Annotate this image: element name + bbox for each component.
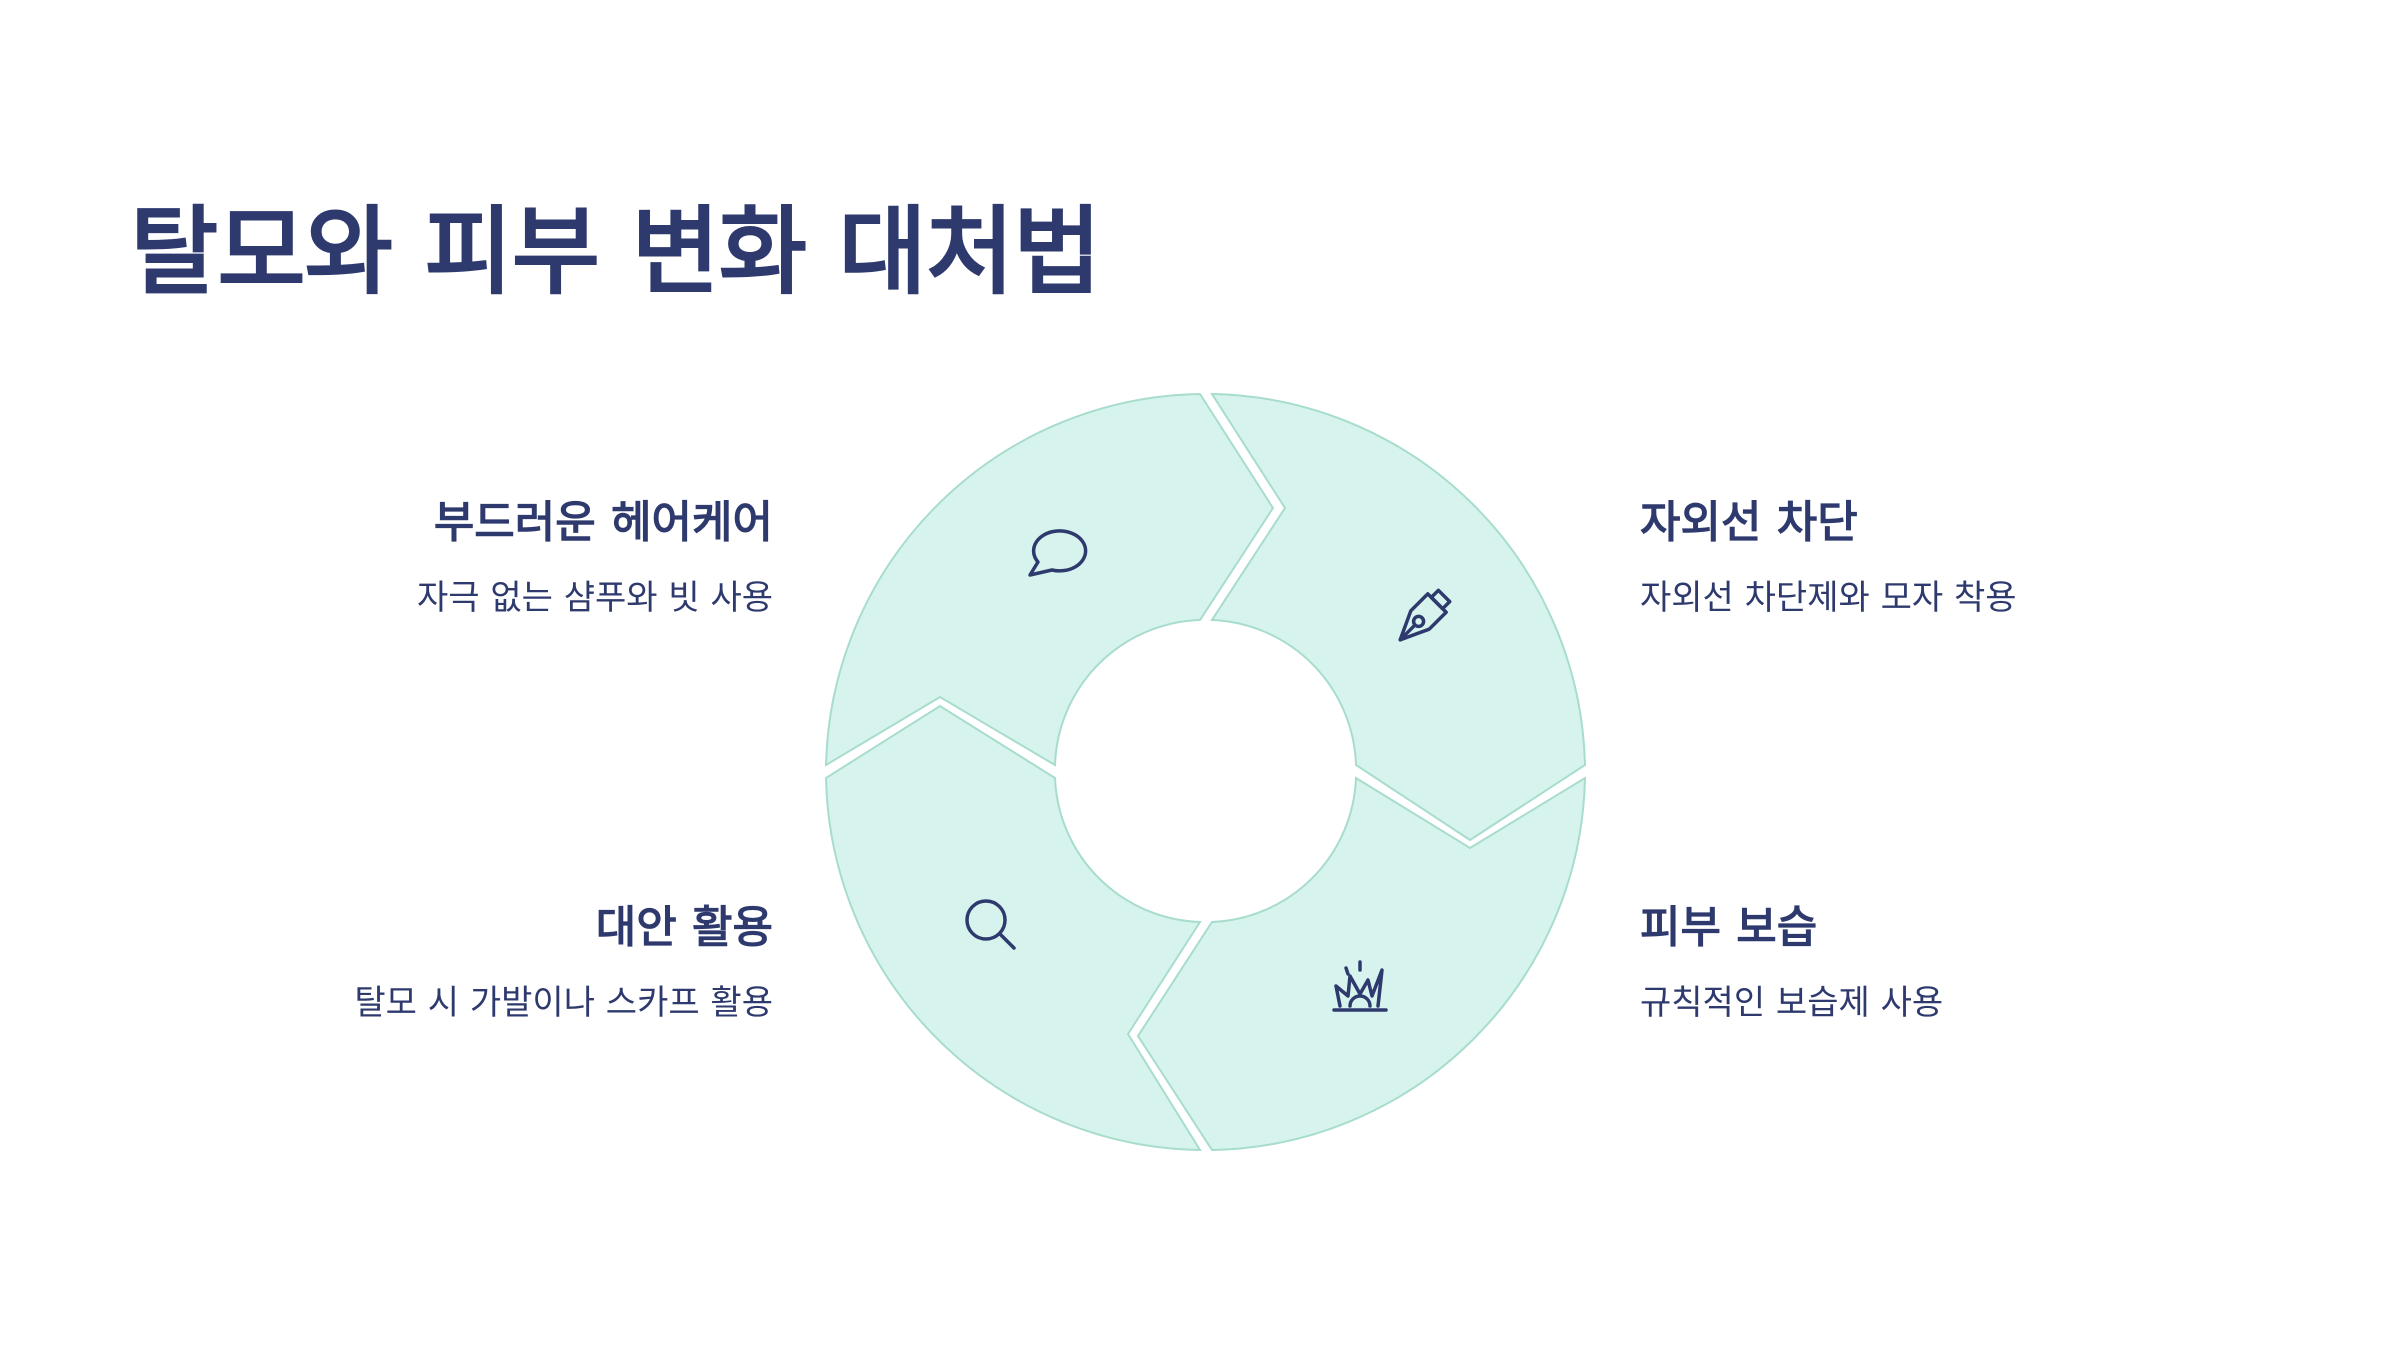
item-description: 탈모 시 가발이나 스카프 활용: [354, 982, 773, 1023]
item-moisturizing: 피부 보습 규칙적인 보습제 사용: [1640, 902, 2160, 1025]
speech-bubble-icon: [1028, 529, 1088, 577]
cycle-segment-alternatives: [824, 704, 1202, 1152]
cycle-segment-uv-protection: [1210, 392, 1587, 842]
item-description: 규칙적인 보습제 사용: [1640, 982, 1944, 1023]
page-title: 탈모와 피부 변화 대처법: [130, 196, 1101, 308]
item-hair-care: 부드러운 헤어케어 자극 없는 샴푸와 빗 사용: [253, 497, 773, 620]
item-title: 부드러운 헤어케어: [433, 497, 773, 548]
item-uv-protection: 자외선 차단 자외선 차단제와 모자 착용: [1640, 497, 2160, 620]
pen-nib-icon: [1398, 588, 1452, 642]
item-title: 자외선 차단: [1640, 497, 1858, 548]
item-title: 대안 활용: [595, 902, 773, 953]
item-description: 자극 없는 샴푸와 빗 사용: [416, 577, 773, 618]
item-description: 자외선 차단제와 모자 착용: [1640, 577, 2017, 618]
item-title: 피부 보습: [1640, 902, 1818, 953]
spark-burst-icon: [1332, 960, 1388, 1012]
cycle-segment-hair-care: [824, 392, 1275, 767]
item-alternatives: 대안 활용 탈모 시 가발이나 스카프 활용: [253, 902, 773, 1025]
magnifier-icon: [965, 899, 1016, 950]
